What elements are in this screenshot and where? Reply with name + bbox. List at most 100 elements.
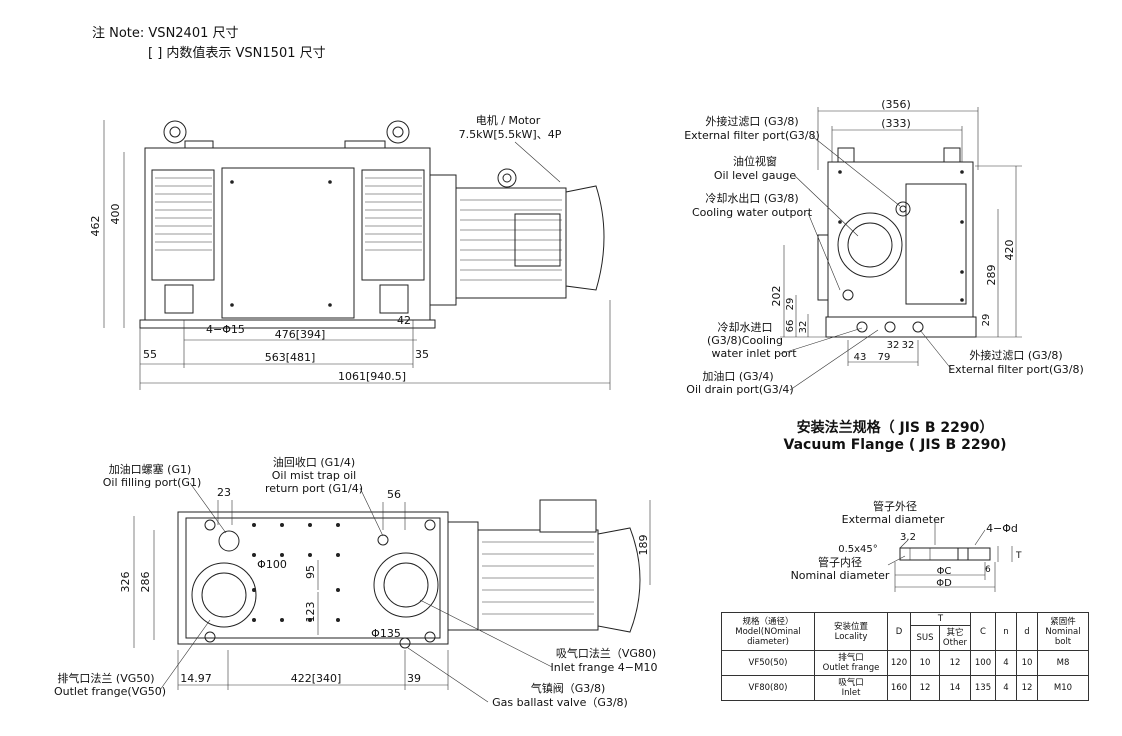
oil-level-en: Oil level gauge <box>714 169 797 182</box>
top-view: 462 400 4−Φ15 476[394] 42 55 563[481] 35… <box>89 113 611 390</box>
dim-326: 326 <box>119 572 132 593</box>
motor-label-cn: 电机 / Motor <box>476 113 541 127</box>
gas-ballast-en: Gas ballast valve（G3/8) <box>492 696 628 709</box>
cell-model: VF80(80) <box>721 675 815 701</box>
header-n: n <box>995 612 1017 651</box>
dim-32-left: 32 <box>798 321 809 334</box>
cell-small-d: 12 <box>1016 675 1038 701</box>
bottom-bolt-grid <box>252 523 340 622</box>
dim-123: 123 <box>304 602 317 623</box>
note-line-2: [ ] 内数值表示 VSN1501 尺寸 <box>148 46 326 61</box>
dim-32-mid: 32 <box>887 340 900 351</box>
cell-locality-cn: 吸气口 <box>838 678 864 688</box>
nom-diameter-en: Nominal diameter <box>791 569 890 582</box>
oil-level-cn: 油位视窗 <box>733 154 777 168</box>
ext-filter2-cn: 外接过滤口 (G3/8) <box>969 349 1062 362</box>
cell-c: 100 <box>970 650 996 676</box>
motor-fins <box>460 199 562 281</box>
cell-c: 135 <box>970 675 996 701</box>
dim-phi100: Φ100 <box>257 558 287 571</box>
cell-bolt: M10 <box>1037 675 1089 701</box>
header-d: D <box>887 612 911 651</box>
cell-bolt: M8 <box>1037 650 1089 676</box>
flange-title-cn: 安装法兰规格（ JIS B 2290） <box>797 419 994 436</box>
dim-phi135: Φ135 <box>371 627 401 640</box>
cell-locality-en: Outlet frange <box>822 663 880 673</box>
outlet-en: Outlet frange(VG50) <box>54 685 166 698</box>
header-locality-cn: 安装位置 <box>833 621 868 632</box>
header-model-cn: 规格（通径） <box>742 616 794 627</box>
dim-14-97: 14.97 <box>180 672 212 685</box>
header-t: T <box>910 612 971 626</box>
dim-56: 56 <box>387 488 401 501</box>
cell-model: VF50(50) <box>721 650 815 676</box>
cell-other: 14 <box>939 675 971 701</box>
dim-79: 79 <box>878 352 891 363</box>
header-locality: 安装位置 Locality <box>814 612 888 651</box>
dim-29-right: 29 <box>981 314 992 327</box>
bottom-view: 326 286 189 95 123 Φ100 Φ135 14.97 422[3… <box>54 455 657 709</box>
header-bolt: 紧固件 Nominal bolt <box>1037 612 1089 651</box>
dim-202: 202 <box>770 286 783 307</box>
dim-4-phid: 4−Φd <box>986 522 1018 535</box>
header-locality-en: Locality <box>834 631 868 642</box>
header-model-en-1: Model(NOminal <box>735 626 801 637</box>
cell-locality-en: Inlet <box>841 688 861 698</box>
drain-en: Oil drain port(G3/4) <box>686 383 793 396</box>
dim-42: 42 <box>397 314 411 327</box>
dim-chamfer: 0.5x45° <box>838 544 878 555</box>
ext-filter-cn: 外接过滤口 (G3/8) <box>705 115 798 128</box>
flange-drawing: 管子外径 Extermal diameter 4−Φd 3.2 0.5x45° … <box>791 499 1022 592</box>
dim-476: 476[394] <box>275 328 326 341</box>
cell-locality: 吸气口 Inlet <box>814 675 888 701</box>
header-other-en: Other <box>942 638 968 648</box>
ext-filter2-en: External filter port(G3/8) <box>948 363 1084 376</box>
drain-cn: 加油口 (G3/4) <box>702 369 773 383</box>
cell-other: 12 <box>939 650 971 676</box>
header-bolt-en-1: Nominal <box>1045 626 1081 637</box>
dim-563: 563[481] <box>265 351 316 364</box>
cell-sus: 12 <box>910 675 940 701</box>
dim-289: 289 <box>985 265 998 286</box>
header-other: 其它 Other <box>939 625 971 651</box>
dim-35: 35 <box>415 348 429 361</box>
dim-t: T <box>1015 551 1022 561</box>
dim-66: 66 <box>785 320 796 333</box>
cool-in-cn: 冷却水进口 <box>718 321 773 334</box>
dim-400: 400 <box>109 204 122 225</box>
inlet-cn: 吸气口法兰（VG80) <box>556 646 656 660</box>
fill-port-cn: 加油口螺塞 (G1) <box>109 462 192 476</box>
inlet-en: Inlet frange 4−M10 <box>551 661 658 674</box>
dim-55: 55 <box>143 348 157 361</box>
cool-in-en-2: water inlet port <box>711 347 797 360</box>
pump-fins-left <box>155 177 212 251</box>
motor-label-spec: 7.5kW[5.5kW]、4P <box>459 128 562 141</box>
dim-333: (333) <box>881 117 911 130</box>
side-view: (356) (333) 420 289 29 202 29 66 <box>684 98 1084 396</box>
dim-29-left: 29 <box>785 298 796 311</box>
header-other-cn: 其它 <box>946 628 964 638</box>
dim-23: 23 <box>217 486 231 499</box>
header-model-en-2: diameter) <box>747 636 789 647</box>
dim-39: 39 <box>407 672 421 685</box>
dim-phic: ΦC <box>937 566 952 577</box>
note-line-1: 注 Note: VSN2401 尺寸 <box>92 26 239 41</box>
cell-small-d: 10 <box>1016 650 1038 676</box>
dim-462: 462 <box>89 216 102 237</box>
flange-title-en: Vacuum Flange ( JIS B 2290) <box>784 437 1007 453</box>
cell-locality: 排气口 Outlet frange <box>814 650 888 676</box>
mist-port-en-1: Oil mist trap oil <box>272 469 356 482</box>
ext-filter-en: External filter port(G3/8) <box>684 129 820 142</box>
dim-43: 43 <box>854 352 867 363</box>
fill-port-en: Oil filling port(G1) <box>103 476 201 489</box>
header-bolt-en-2: bolt <box>1054 636 1072 647</box>
bottom-motor-fins <box>482 541 594 615</box>
cool-out-cn: 冷却水出口 (G3/8) <box>705 191 798 205</box>
dim-3-2: 3.2 <box>900 532 916 543</box>
header-small-d: d <box>1016 612 1038 651</box>
pump-fins-right <box>365 177 422 251</box>
flange-spec-table: 规格（通径） Model(NOminal diameter) 安装位置 Loca… <box>721 612 1089 701</box>
cell-sus: 10 <box>910 650 940 676</box>
gas-ballast-cn: 气镇阀（G3/8) <box>531 681 606 695</box>
